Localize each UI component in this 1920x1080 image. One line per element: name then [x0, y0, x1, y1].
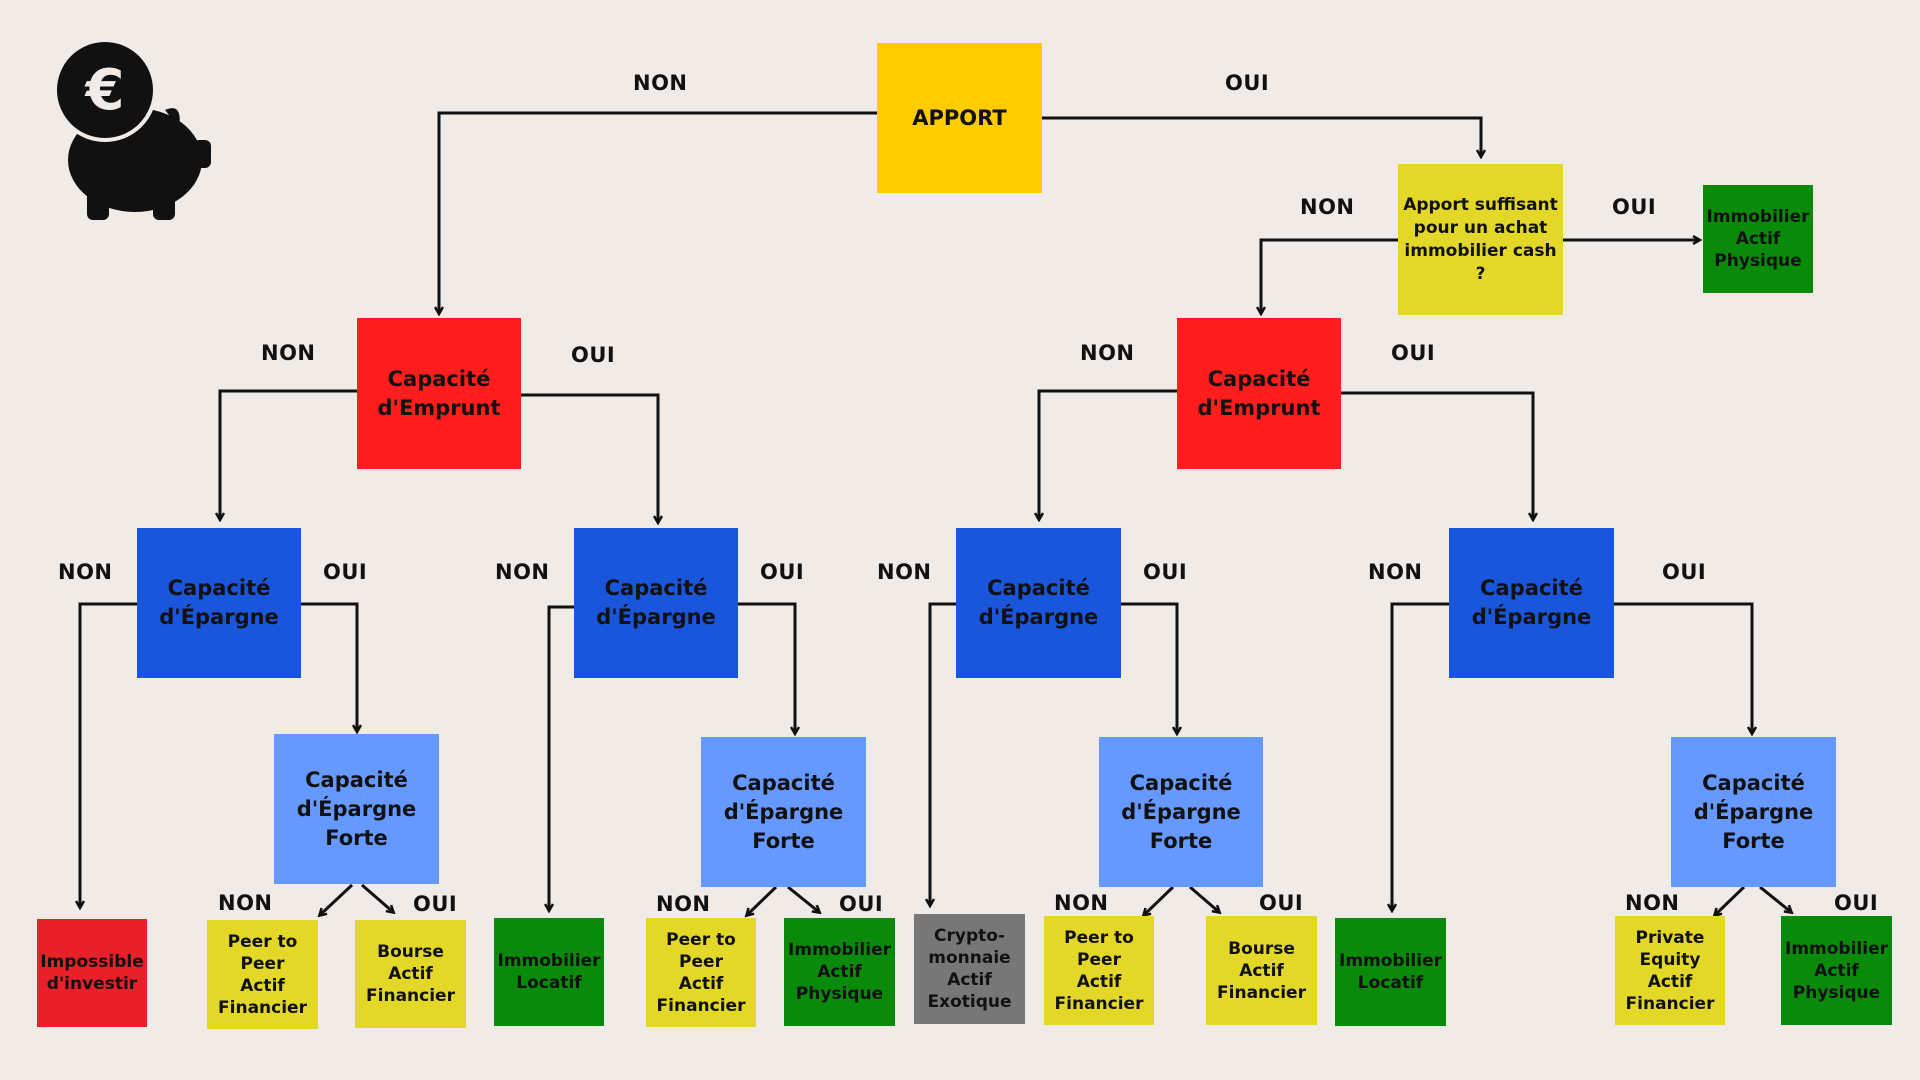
label-cash-yes: OUI [1612, 195, 1657, 219]
label-left-b-forte-yes: OUI [839, 892, 884, 916]
label-root-no: NON [633, 71, 688, 95]
label-left-emprunt-yes: OUI [571, 343, 616, 367]
connector-left-a-forte-yes [361, 883, 393, 912]
label-right-b-forte-no: NON [1625, 891, 1680, 915]
connector-left-a-no [80, 602, 137, 907]
connector-right-emprunt-no [1039, 389, 1177, 519]
connector-root-no [439, 111, 877, 313]
node-left-a-capacite-epargne-forte: Capacité d'Épargne Forte [274, 734, 439, 884]
node-apport-suffisant: Apport suffisant pour un achat immobilie… [1398, 164, 1563, 315]
label-left-a-epargne-yes: OUI [323, 560, 368, 584]
label-left-b-forte-no: NON [656, 892, 711, 916]
label-root-yes: OUI [1225, 71, 1270, 95]
euro-icon: € [84, 58, 125, 123]
node-left-capacite-emprunt: Capacité d'Emprunt [357, 318, 521, 469]
node-left-b-capacite-epargne-forte: Capacité d'Épargne Forte [701, 737, 866, 887]
label-left-a-forte-yes: OUI [413, 892, 458, 916]
label-right-a-forte-no: NON [1054, 891, 1109, 915]
label-left-a-epargne-no: NON [58, 560, 113, 584]
connector-left-b-yes [738, 602, 795, 733]
piggy-bank-euro-icon: € [53, 38, 215, 220]
leaf-right-a-crypto-monnaie: Crypto- monnaie Actif Exotique [914, 914, 1025, 1024]
label-right-emprunt-yes: OUI [1391, 341, 1436, 365]
label-left-b-epargne-no: NON [495, 560, 550, 584]
connector-left-b-forte-yes [787, 885, 819, 912]
connector-left-b-forte-no [747, 885, 778, 915]
leaf-right-a-bourse: Bourse Actif Financier [1206, 916, 1317, 1025]
leaf-left-a-peer-to-peer: Peer to Peer Actif Financier [207, 920, 318, 1029]
connector-right-b-no [1392, 602, 1449, 910]
label-left-a-forte-no: NON [218, 891, 273, 915]
label-right-b-epargne-no: NON [1368, 560, 1423, 584]
label-right-emprunt-no: NON [1080, 341, 1135, 365]
label-left-emprunt-no: NON [261, 341, 316, 365]
node-right-a-capacite-epargne-forte: Capacité d'Épargne Forte [1099, 737, 1263, 887]
connector-left-emprunt-no [220, 389, 357, 519]
connector-right-b-forte-yes [1759, 885, 1791, 912]
connector-cash-no [1261, 238, 1398, 313]
leaf-right-b-immobilier-actif-physique: Immobilier Actif Physique [1781, 916, 1892, 1025]
connector-left-a-forte-no [320, 883, 354, 915]
connector-right-a-forte-no [1144, 885, 1175, 915]
label-right-a-epargne-yes: OUI [1143, 560, 1188, 584]
node-left-b-capacite-epargne: Capacité d'Épargne [574, 528, 738, 678]
label-left-b-epargne-yes: OUI [760, 560, 805, 584]
node-right-b-capacite-epargne: Capacité d'Épargne [1449, 528, 1614, 678]
connector-right-b-forte-no [1715, 885, 1746, 915]
leaf-right-b-private-equity: Private Equity Actif Financier [1615, 916, 1725, 1025]
node-right-capacite-emprunt: Capacité d'Emprunt [1177, 318, 1341, 469]
node-apport: APPORT [877, 43, 1042, 193]
label-cash-no: NON [1300, 195, 1355, 219]
connector-left-b-no [549, 605, 574, 910]
connector-right-a-forte-yes [1189, 885, 1219, 912]
connector-right-a-yes [1121, 602, 1177, 733]
leaf-right-a-peer-to-peer: Peer to Peer Actif Financier [1044, 916, 1154, 1025]
leaf-left-a-impossible-investir: Impossible d'investir [37, 919, 147, 1027]
node-right-b-capacite-epargne-forte: Capacité d'Épargne Forte [1671, 737, 1836, 887]
connector-right-b-yes [1614, 602, 1752, 733]
leaf-left-b-immobilier-actif-physique: Immobilier Actif Physique [784, 918, 895, 1026]
connector-root-yes [1042, 116, 1481, 156]
leaf-left-b-peer-to-peer: Peer to Peer Actif Financier [646, 918, 756, 1027]
leaf-left-a-bourse: Bourse Actif Financier [355, 920, 466, 1028]
connector-right-a-no [930, 602, 956, 905]
connector-left-a-yes [301, 602, 357, 731]
label-right-b-forte-yes: OUI [1834, 891, 1879, 915]
label-right-b-epargne-yes: OUI [1662, 560, 1707, 584]
connector-left-emprunt-yes [521, 393, 658, 522]
connector-right-emprunt-yes [1341, 391, 1533, 519]
label-right-a-epargne-no: NON [877, 560, 932, 584]
node-left-a-capacite-epargne: Capacité d'Épargne [137, 528, 301, 678]
leaf-cash-immobilier-actif-physique: Immobilier Actif Physique [1703, 185, 1813, 293]
node-right-a-capacite-epargne: Capacité d'Épargne [956, 528, 1121, 678]
leaf-left-b-immobilier-locatif: Immobilier Locatif [494, 918, 604, 1026]
label-right-a-forte-yes: OUI [1259, 891, 1304, 915]
leaf-right-b-immobilier-locatif: Immobilier Locatif [1335, 918, 1446, 1026]
